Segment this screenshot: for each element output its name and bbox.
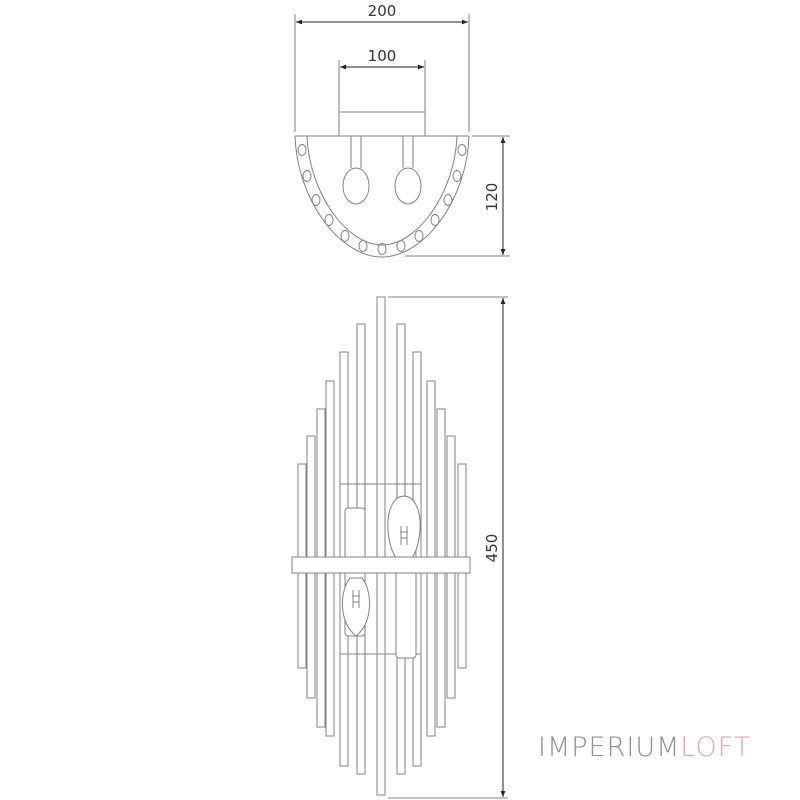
crystal-beads <box>297 144 467 255</box>
top-view <box>294 14 510 258</box>
dim-depth-label: 120 <box>483 183 501 212</box>
dim-height-label: 450 <box>483 534 501 563</box>
brand-part-2: LOFT <box>680 732 752 763</box>
height-dimension <box>388 296 508 799</box>
front-view <box>291 296 471 796</box>
brand-logo: IMPERIUMLOFT <box>538 732 751 763</box>
dim-width-label: 200 <box>368 2 397 20</box>
brand-part-1: IMPERIUM <box>538 732 681 763</box>
bulb-filaments <box>352 526 408 608</box>
dim-plate-label: 100 <box>368 47 397 65</box>
